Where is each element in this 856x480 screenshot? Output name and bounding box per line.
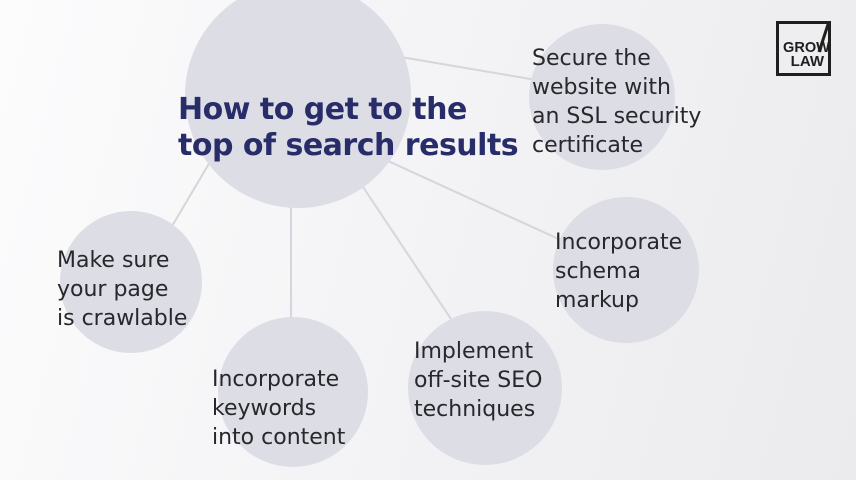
node-label-line: off-site SEO: [414, 368, 543, 393]
node-label-line: markup: [555, 288, 639, 313]
node-circle-offsite-seo: [408, 311, 562, 465]
node-label-line: into content: [212, 425, 346, 450]
node-label-line: schema: [555, 259, 641, 284]
node-label-line: Make sure: [57, 248, 170, 273]
node-circle-schema-markup: [553, 197, 699, 343]
page-title-line-1: How to get to the: [178, 92, 467, 127]
node-label-line: Incorporate: [555, 230, 683, 255]
logo-slash-icon: [817, 22, 830, 53]
node-label-line: techniques: [414, 397, 536, 422]
node-label-crawlable: Make sure your page is crawlable: [57, 246, 187, 333]
page-title: How to get to the top of search results: [178, 92, 519, 164]
node-label-schema-markup: Incorporate schema markup: [555, 228, 682, 315]
node-label-line: Implement: [414, 339, 534, 364]
page-title-line-2: top of search results: [178, 128, 519, 163]
node-label-line: certificate: [532, 133, 644, 158]
node-circle-keywords: [218, 317, 368, 467]
node-label-line: your page: [57, 277, 169, 302]
node-label-line: website with: [532, 75, 671, 100]
node-circle-crawlable: [60, 211, 202, 353]
node-label-line: Incorporate: [212, 367, 340, 392]
node-label-line: keywords: [212, 396, 317, 421]
node-label-keywords: Incorporate keywords into content: [212, 365, 345, 452]
logo-text-grow: GROW: [783, 39, 830, 56]
logo-text-law: LAW: [790, 53, 824, 70]
node-label-line: is crawlable: [57, 306, 188, 331]
node-circle-ssl-certificate: [529, 24, 675, 170]
node-label-ssl-certificate: Secure the website with an SSL security …: [532, 44, 701, 160]
node-label-offsite-seo: Implement off-site SEO techniques: [414, 337, 542, 424]
central-topic-circle: [185, 0, 411, 208]
node-label-line: Secure the: [532, 46, 651, 71]
grow-law-logo: GROW LAW: [776, 21, 831, 76]
node-label-line: an SSL security: [532, 104, 702, 129]
connector-line-offsite: [354, 174, 466, 341]
